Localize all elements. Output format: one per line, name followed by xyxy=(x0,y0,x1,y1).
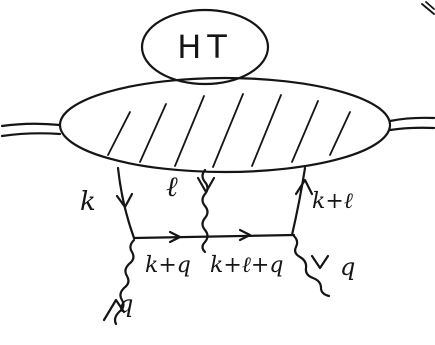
arrow-q-in xyxy=(102,298,126,322)
blob-outline xyxy=(58,76,392,174)
photon-line-in xyxy=(113,238,136,326)
arrow-k-plus-l-plus-q xyxy=(238,228,252,242)
corner-mark xyxy=(421,1,435,15)
arrow-k-plus-l xyxy=(294,178,314,196)
hadron-blob xyxy=(58,76,392,174)
arrow-l xyxy=(196,176,216,194)
label-k-plus-l-plus-q: k+ℓ+q xyxy=(210,253,283,278)
label-k-plus-q: k+q xyxy=(145,253,191,278)
quark-line-k-plus-l xyxy=(290,166,307,237)
hadron-line-right-a xyxy=(388,116,435,123)
label-k: k xyxy=(80,187,96,217)
arrow-q-out xyxy=(310,254,330,270)
photon-line-out xyxy=(292,234,331,298)
ht-label: HT xyxy=(177,28,233,66)
gluon-line-l xyxy=(201,168,209,254)
label-q-out: q xyxy=(340,253,355,281)
arrow-k xyxy=(115,192,134,209)
hadron-line-left-a xyxy=(0,122,62,128)
label-l: ℓ xyxy=(166,170,178,203)
ht-bubble xyxy=(140,8,270,86)
propagator-line xyxy=(132,233,296,240)
label-k-plus-l: k+ℓ xyxy=(312,189,354,214)
label-q-in: q xyxy=(118,290,133,318)
blob-hatching xyxy=(107,93,351,168)
hadron-line-left-b xyxy=(0,132,62,138)
hadron-line-right-b xyxy=(388,126,435,132)
arrow-k-plus-q xyxy=(168,230,182,244)
